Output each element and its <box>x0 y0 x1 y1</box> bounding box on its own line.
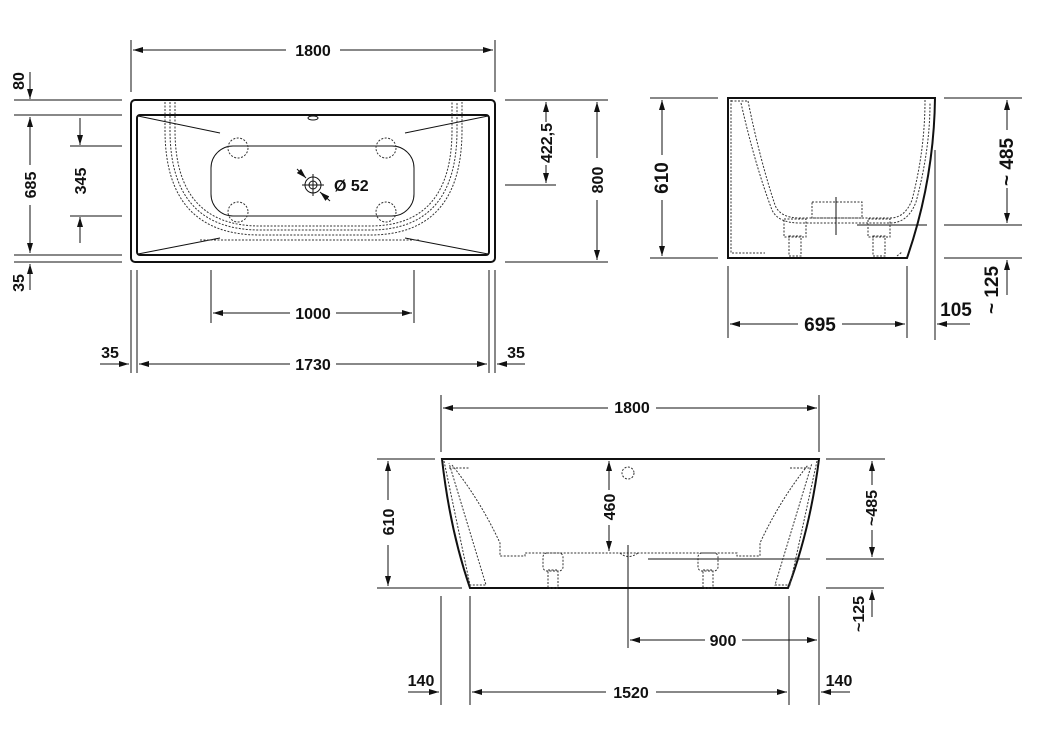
dim-side-695: 695 <box>804 315 836 336</box>
dim-top-345: 345 <box>73 168 90 195</box>
dim-side-610: 610 <box>652 162 673 194</box>
front-view: 1800 460 610 ~485 ~125 <box>377 395 885 705</box>
dim-side-105: 105 <box>940 300 972 321</box>
dim-top-35-left: 35 <box>101 345 119 362</box>
dim-side-485: ~ 485 <box>997 138 1018 187</box>
dim-top-1800: 1800 <box>295 43 331 60</box>
dim-top-800: 800 <box>590 167 607 194</box>
dim-front-140-left: 140 <box>408 673 435 690</box>
dim-front-900: 900 <box>710 633 737 650</box>
dim-top-35-right: 35 <box>507 345 525 362</box>
dim-front-1800: 1800 <box>614 400 650 417</box>
top-view: 1800 Ø 52 <box>11 40 608 374</box>
dim-front-485: ~485 <box>864 490 881 526</box>
dim-front-1520: 1520 <box>613 685 649 702</box>
dim-top-422-5: 422,5 <box>539 123 556 163</box>
dim-top-685: 685 <box>23 172 40 199</box>
dim-top-35-v: 35 <box>11 274 28 292</box>
dim-front-460: 460 <box>602 494 619 521</box>
dim-top-1000: 1000 <box>295 306 331 323</box>
dim-drain-diameter: Ø 52 <box>334 178 369 195</box>
dim-top-1730: 1730 <box>295 357 331 374</box>
dim-side-125: ~ 125 <box>982 266 1003 315</box>
dim-front-140-right: 140 <box>826 673 853 690</box>
dim-front-610: 610 <box>381 509 398 536</box>
dim-front-125: ~125 <box>851 596 868 632</box>
side-view: 610 695 105 ~ 485 ~ 125 <box>650 97 1022 340</box>
dim-top-80: 80 <box>11 72 28 90</box>
